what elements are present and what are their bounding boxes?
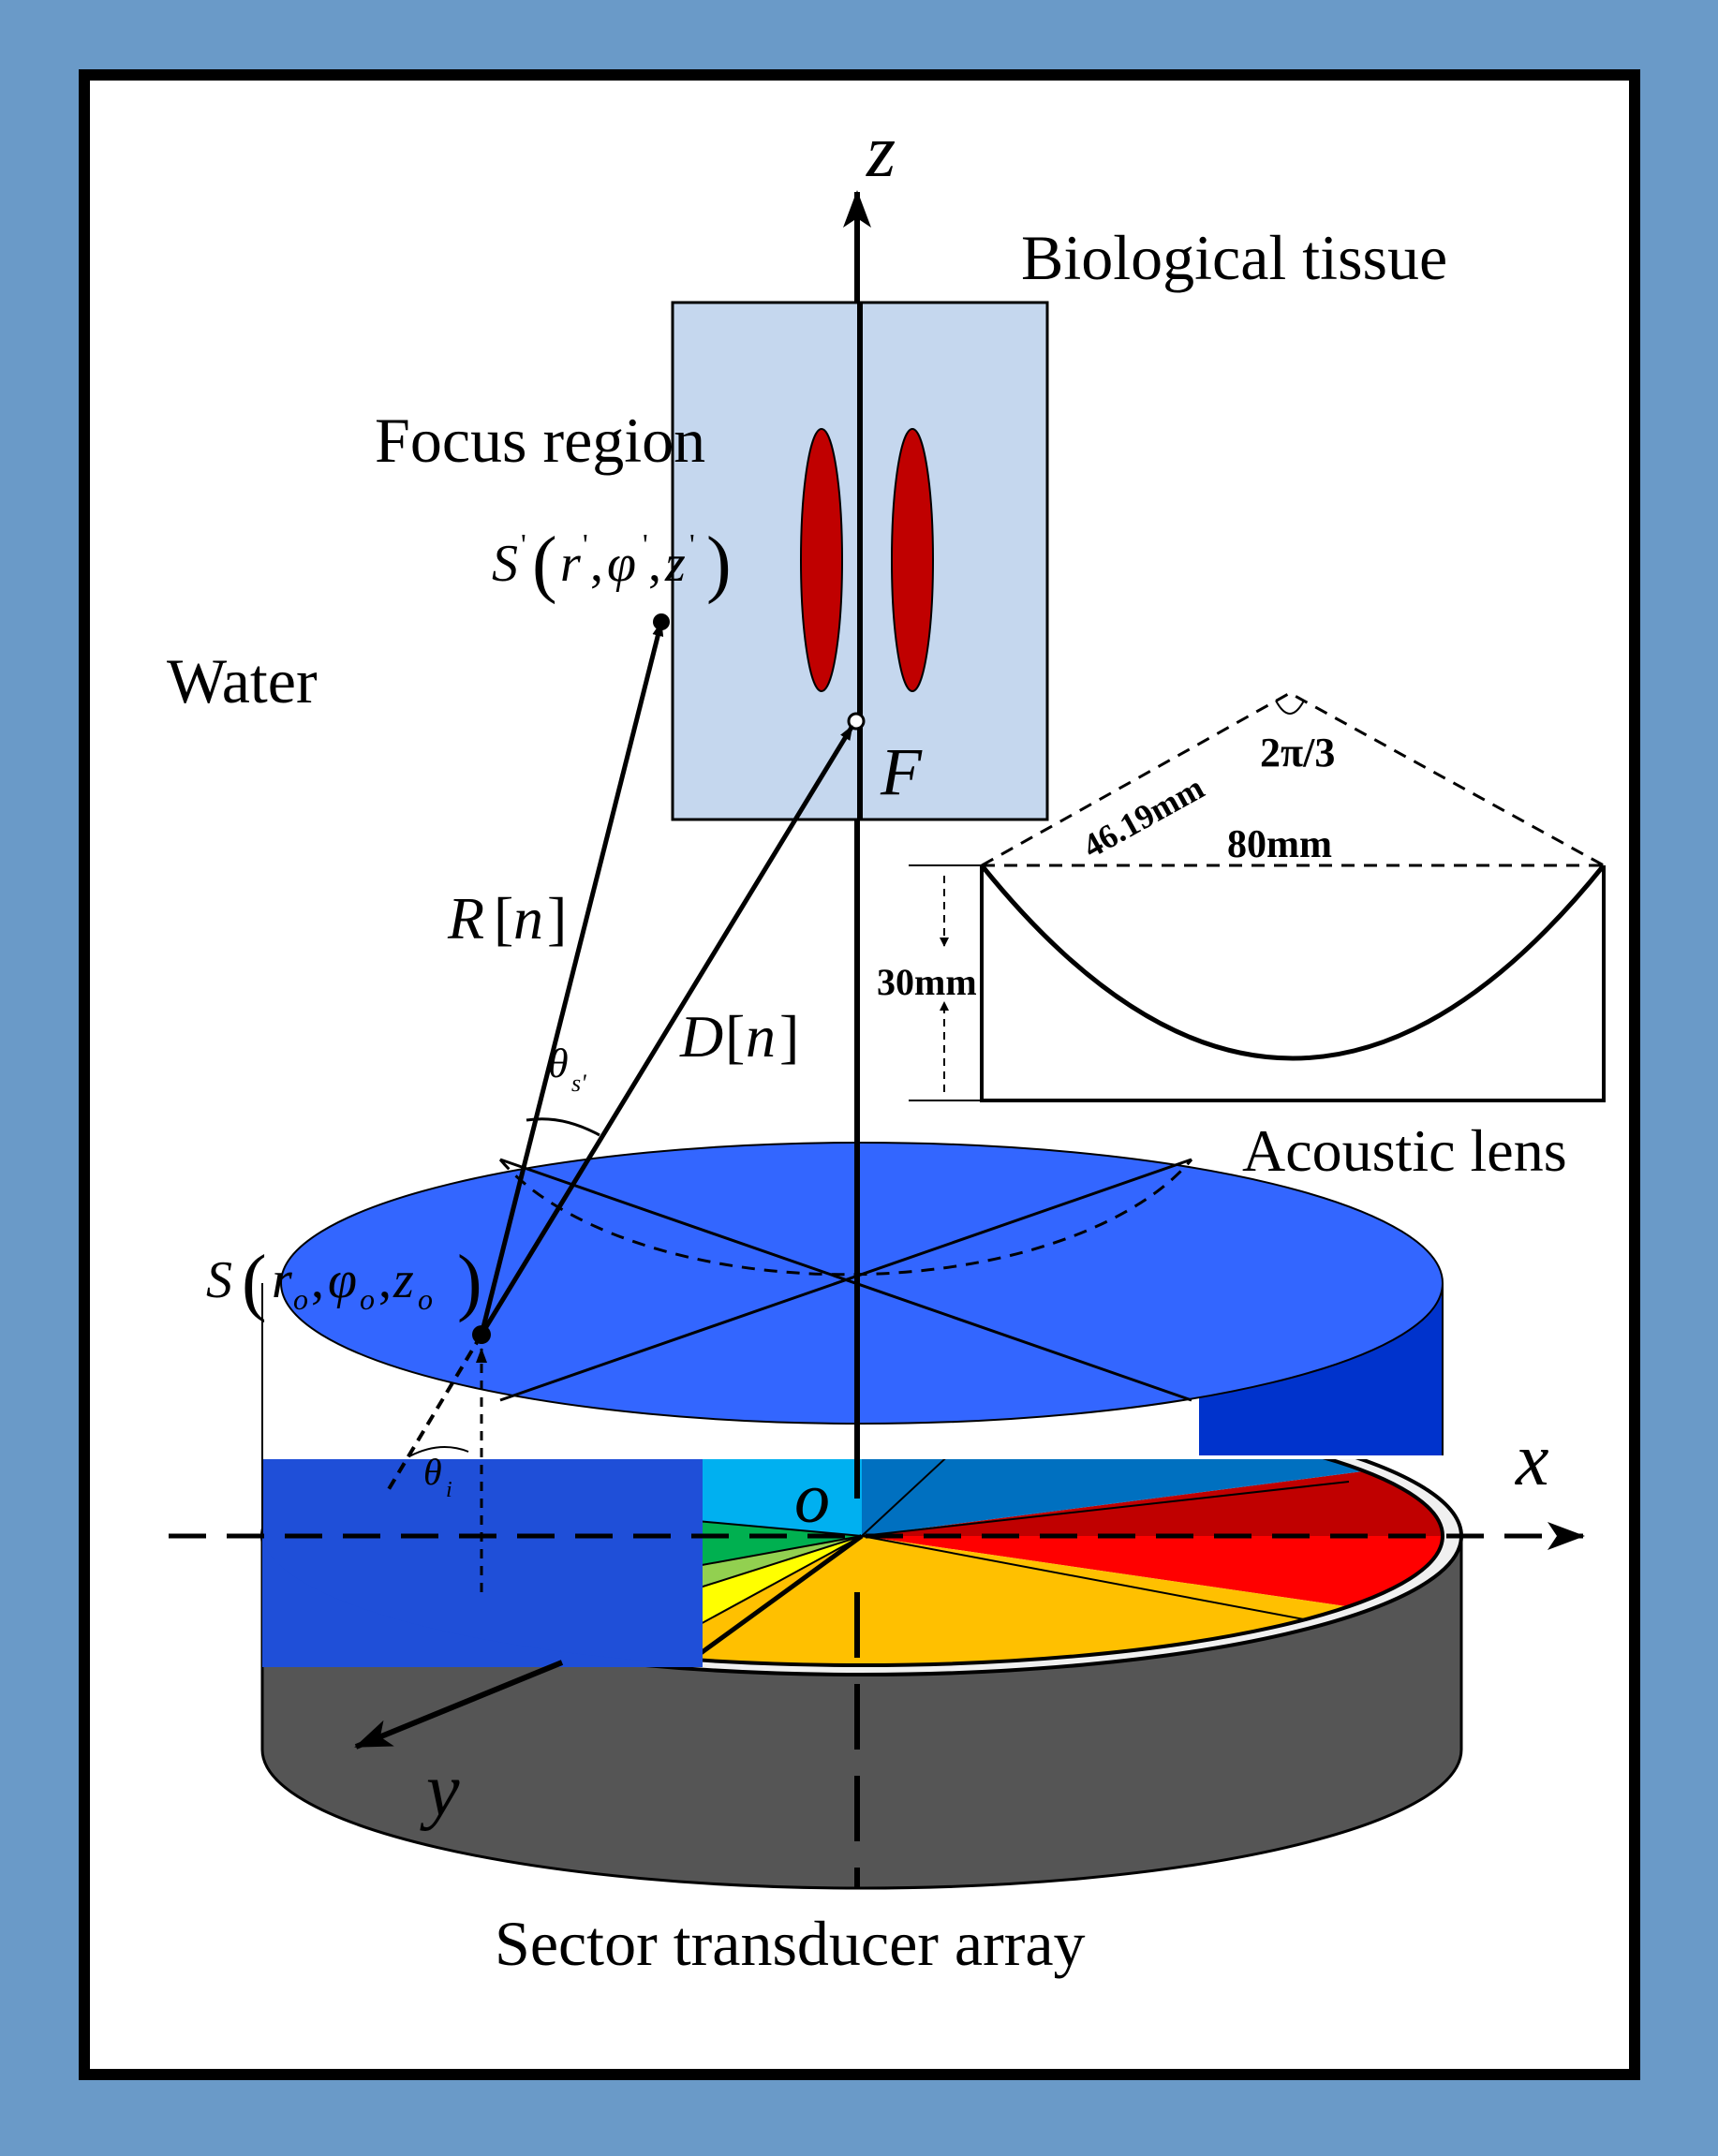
- S-comma2: ,: [378, 1251, 392, 1309]
- label-theta-i: θ i: [423, 1451, 452, 1502]
- axis-label-x: x: [1515, 1419, 1549, 1501]
- label-focus-region: Focus region: [375, 405, 705, 476]
- D-n: n: [746, 1003, 776, 1070]
- S-S: S: [206, 1251, 232, 1309]
- Sp-r-prime: ': [583, 527, 588, 561]
- label-acoustic-lens: Acoustic lens: [1242, 1117, 1567, 1184]
- focus-point: [847, 712, 866, 731]
- Sp-phi: φ: [607, 535, 636, 593]
- point-S-prime: [653, 613, 670, 630]
- vector-R: [479, 621, 664, 1336]
- D-open: [: [725, 1003, 745, 1070]
- Sp-phi-prime: ': [643, 527, 648, 561]
- S-rparen: ): [457, 1241, 482, 1323]
- lens-height-label: 30mm: [877, 961, 977, 1003]
- S-lparen: (: [242, 1241, 267, 1323]
- label-sector-array: Sector transducer array: [495, 1908, 1086, 1979]
- Sp-comma2: ,: [648, 535, 661, 593]
- lens-width-label: 80mm: [1227, 823, 1332, 866]
- lens-angle-label: 2π/3: [1260, 730, 1335, 775]
- Sp-z: z: [664, 535, 686, 593]
- D-close: ]: [779, 1003, 799, 1070]
- label-F: F: [880, 734, 923, 809]
- label-S: S ( r o , φ o , z o ): [206, 1241, 482, 1323]
- Sp-prime: ': [521, 527, 526, 561]
- label-biological-tissue: Biological tissue: [1021, 222, 1447, 293]
- S-comma1: ,: [311, 1251, 324, 1309]
- vectors: [387, 613, 855, 1592]
- S-phi-sub: o: [360, 1282, 375, 1316]
- Sp-z-prime: ': [689, 527, 695, 561]
- y-axis: [354, 1660, 564, 1750]
- label-water: Water: [167, 645, 318, 716]
- axis-label-origin: o: [794, 1459, 830, 1538]
- R-close: ]: [547, 885, 567, 952]
- S-z: z: [392, 1251, 414, 1309]
- vector-D: [479, 724, 855, 1336]
- Sp-S: S: [492, 535, 518, 593]
- label-theta-s: θ s': [548, 1041, 586, 1097]
- theta-s-sub: s': [571, 1070, 586, 1097]
- S-phi: φ: [328, 1251, 357, 1309]
- theta-i-arc: [408, 1446, 469, 1457]
- lens-top-disk: [280, 1142, 1444, 1425]
- R-open: [: [494, 885, 513, 952]
- axis-label-y: y: [420, 1750, 460, 1832]
- theta-i-sub: i: [446, 1478, 452, 1502]
- S-r-sub: o: [293, 1282, 308, 1316]
- S-r: r: [272, 1251, 292, 1309]
- D-letter: D: [679, 1003, 723, 1070]
- theta-s-theta: θ: [548, 1041, 569, 1086]
- R-letter: R: [447, 885, 484, 952]
- label-R-n: R [ n ]: [447, 885, 567, 952]
- Sp-rparen: ): [706, 523, 732, 605]
- label-S-prime: S ' ( r ' , φ ' , z ' ): [492, 523, 732, 605]
- theta-s-arc: [526, 1117, 600, 1137]
- tissue-box: [671, 301, 1049, 821]
- Sp-comma1: ,: [590, 535, 603, 593]
- R-n: n: [513, 885, 543, 952]
- theta-i-theta: θ: [423, 1451, 442, 1493]
- focus-ellipse-left: [800, 428, 843, 692]
- label-D-n: D [ n ]: [679, 1003, 799, 1070]
- axis-label-z: z: [866, 111, 896, 193]
- Sp-lparen: (: [532, 523, 557, 605]
- S-z-sub: o: [418, 1282, 433, 1316]
- lens-inset: [909, 691, 1606, 1102]
- Sp-r: r: [560, 535, 581, 593]
- focus-ellipse-right: [891, 428, 934, 692]
